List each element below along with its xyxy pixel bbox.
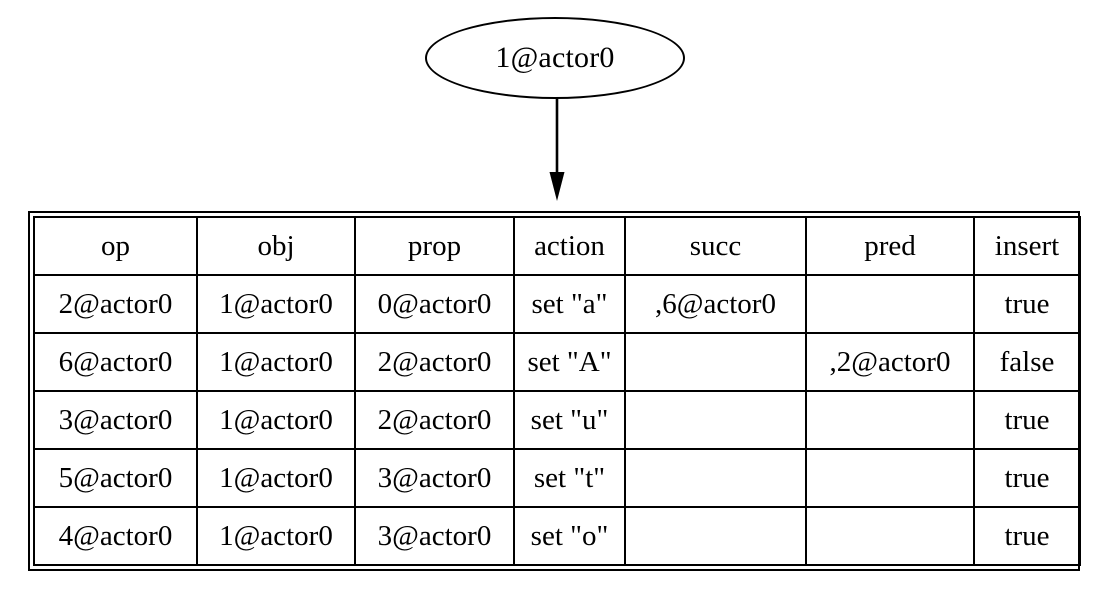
cell-succ bbox=[624, 390, 807, 450]
column-header-op[interactable]: op bbox=[33, 216, 198, 276]
column-header-succ[interactable]: succ bbox=[624, 216, 807, 276]
cell-op: 2@actor0 bbox=[33, 274, 198, 334]
cell-pred: ,2@actor0 bbox=[805, 332, 975, 392]
record-table: op obj prop action succ pred insert 2@ac… bbox=[33, 216, 1081, 566]
cell-op: 4@actor0 bbox=[33, 506, 198, 566]
table-header-row: op obj prop action succ pred insert bbox=[33, 216, 1081, 276]
cell-pred bbox=[805, 390, 975, 450]
cell-obj: 1@actor0 bbox=[196, 506, 356, 566]
cell-prop: 2@actor0 bbox=[354, 390, 515, 450]
column-header-insert[interactable]: insert bbox=[973, 216, 1081, 276]
graph-node-ellipse[interactable]: 1@actor0 bbox=[425, 17, 685, 99]
cell-prop: 3@actor0 bbox=[354, 448, 515, 508]
cell-obj: 1@actor0 bbox=[196, 390, 356, 450]
cell-obj: 1@actor0 bbox=[196, 332, 356, 392]
table-row[interactable]: 2@actor0 1@actor0 0@actor0 set "a" ,6@ac… bbox=[33, 274, 1081, 334]
cell-insert: true bbox=[973, 448, 1081, 508]
graph-node-label: 1@actor0 bbox=[495, 41, 615, 74]
column-header-pred[interactable]: pred bbox=[805, 216, 975, 276]
cell-succ bbox=[624, 448, 807, 508]
cell-action: set "u" bbox=[513, 390, 626, 450]
edge-arrow-icon bbox=[549, 98, 565, 201]
cell-succ bbox=[624, 332, 807, 392]
table-row[interactable]: 5@actor0 1@actor0 3@actor0 set "t" true bbox=[33, 448, 1081, 508]
cell-op: 5@actor0 bbox=[33, 448, 198, 508]
cell-insert: true bbox=[973, 274, 1081, 334]
column-header-obj[interactable]: obj bbox=[196, 216, 356, 276]
cell-action: set "t" bbox=[513, 448, 626, 508]
cell-obj: 1@actor0 bbox=[196, 448, 356, 508]
cell-pred bbox=[805, 274, 975, 334]
cell-prop: 3@actor0 bbox=[354, 506, 515, 566]
cell-prop: 2@actor0 bbox=[354, 332, 515, 392]
cell-succ bbox=[624, 506, 807, 566]
table-row[interactable]: 3@actor0 1@actor0 2@actor0 set "u" true bbox=[33, 390, 1081, 450]
cell-prop: 0@actor0 bbox=[354, 274, 515, 334]
cell-op: 3@actor0 bbox=[33, 390, 198, 450]
cell-action: set "a" bbox=[513, 274, 626, 334]
cell-insert: true bbox=[973, 506, 1081, 566]
cell-pred bbox=[805, 448, 975, 508]
cell-op: 6@actor0 bbox=[33, 332, 198, 392]
table-row[interactable]: 4@actor0 1@actor0 3@actor0 set "o" true bbox=[33, 506, 1081, 566]
table-row[interactable]: 6@actor0 1@actor0 2@actor0 set "A" ,2@ac… bbox=[33, 332, 1081, 392]
column-header-prop[interactable]: prop bbox=[354, 216, 515, 276]
cell-action: set "o" bbox=[513, 506, 626, 566]
cell-action: set "A" bbox=[513, 332, 626, 392]
cell-succ: ,6@actor0 bbox=[624, 274, 807, 334]
cell-insert: true bbox=[973, 390, 1081, 450]
cell-pred bbox=[805, 506, 975, 566]
column-header-action[interactable]: action bbox=[513, 216, 626, 276]
cell-obj: 1@actor0 bbox=[196, 274, 356, 334]
cell-insert: false bbox=[973, 332, 1081, 392]
record-table-frame: op obj prop action succ pred insert 2@ac… bbox=[28, 211, 1081, 571]
